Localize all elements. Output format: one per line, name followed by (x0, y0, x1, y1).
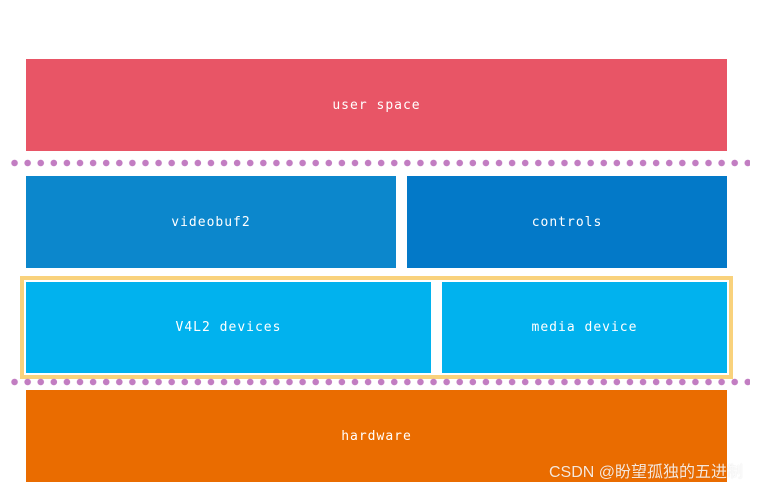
hardware-layer: hardware (26, 390, 727, 482)
controls-label: controls (531, 214, 603, 230)
media-device-block: media device (442, 282, 727, 373)
user-kernel-boundary-dotted-line (8, 159, 750, 167)
user-space-layer: user space (26, 59, 727, 151)
hardware-label: hardware (341, 428, 412, 444)
videobuf2-block: videobuf2 (26, 176, 396, 268)
media-device-label: media device (531, 320, 638, 335)
v4l2-devices-label: V4L2 devices (175, 320, 282, 335)
kernel-hardware-boundary-dotted-line (8, 378, 750, 386)
user-space-label: user space (332, 97, 421, 113)
watermark: CSDN @盼望孤独的五进制 (548, 464, 743, 481)
v4l2-devices-block: V4L2 devices (26, 282, 431, 373)
controls-block: controls (407, 176, 727, 268)
videobuf2-label: videobuf2 (171, 214, 251, 230)
v4l2-core-highlight-frame (20, 276, 733, 379)
